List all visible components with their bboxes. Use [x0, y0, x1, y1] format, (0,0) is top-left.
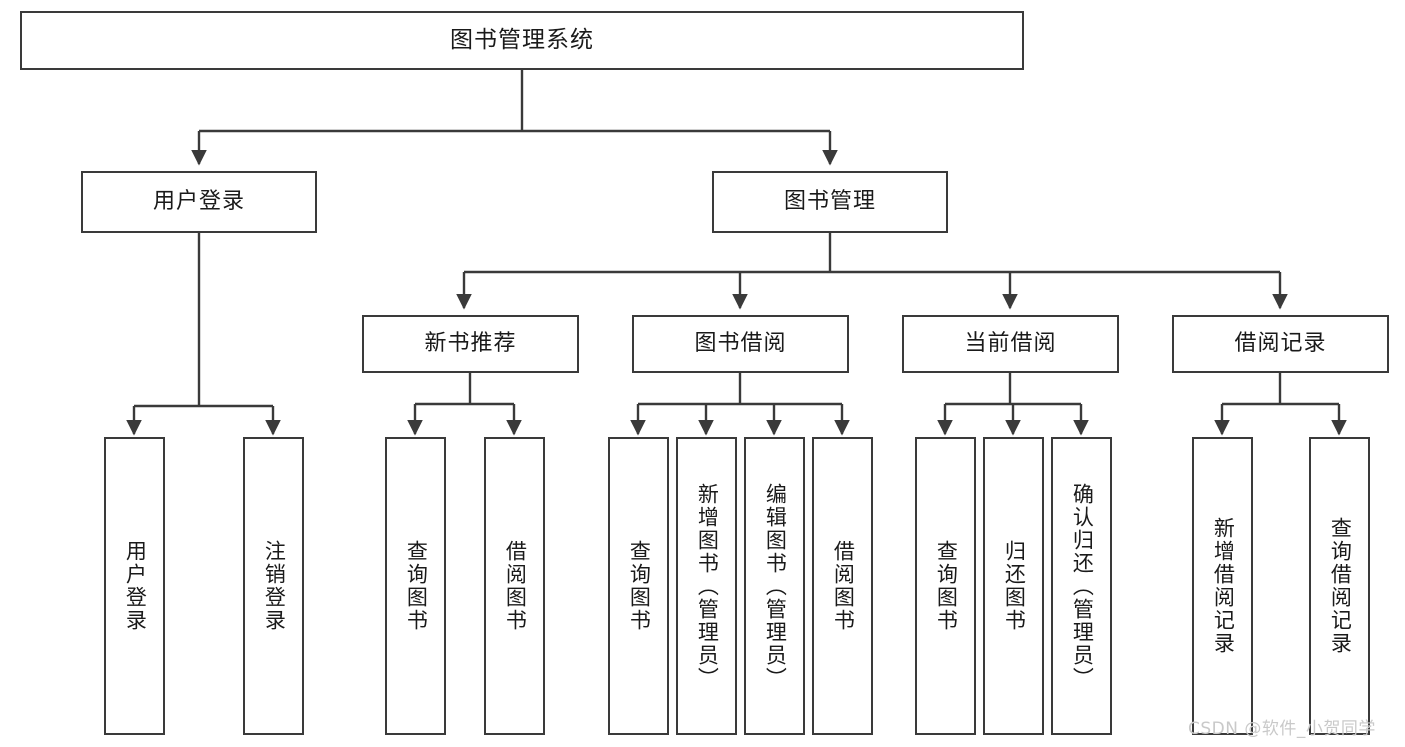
node-label: 借阅图书 [831, 540, 856, 632]
leaf-new-book-recommend-0[interactable]: 查询图书 [385, 437, 446, 735]
leaf-book-borrow-2[interactable]: 编辑图书（管理员） [744, 437, 805, 735]
node-label: 归还图书 [1002, 540, 1027, 632]
node-label: 用户登录 [152, 188, 245, 214]
node-label: 用户登录 [123, 540, 148, 632]
leaf-new-book-recommend-1[interactable]: 借阅图书 [484, 437, 545, 735]
node-book-management[interactable]: 图书管理 [712, 171, 948, 233]
node-label: 编辑图书（管理员） [763, 482, 788, 690]
leaf-current-borrow-2[interactable]: 确认归还（管理员） [1051, 437, 1112, 735]
leaf-current-borrow-1[interactable]: 归还图书 [983, 437, 1044, 735]
leaf-user-login-1[interactable]: 注销登录 [243, 437, 304, 735]
node-label: 新书推荐 [424, 330, 517, 356]
node-label: 借阅记录 [1234, 330, 1327, 356]
node-label: 图书借阅 [694, 330, 787, 356]
watermark: CSDN @软件_小贺同学 [1188, 719, 1376, 739]
leaf-borrow-record-0[interactable]: 新增借阅记录 [1192, 437, 1253, 735]
leaf-borrow-record-1[interactable]: 查询借阅记录 [1309, 437, 1370, 735]
node-label: 新增借阅记录 [1211, 517, 1236, 655]
leaf-book-borrow-3[interactable]: 借阅图书 [812, 437, 873, 735]
node-new-book-recommend[interactable]: 新书推荐 [362, 315, 579, 373]
node-user-login[interactable]: 用户登录 [81, 171, 317, 233]
leaf-current-borrow-0[interactable]: 查询图书 [915, 437, 976, 735]
node-label: 查询图书 [404, 540, 429, 632]
node-borrow-record[interactable]: 借阅记录 [1172, 315, 1389, 373]
node-label: 查询借阅记录 [1328, 517, 1353, 655]
node-label: 借阅图书 [503, 540, 528, 632]
leaf-user-login-0[interactable]: 用户登录 [104, 437, 165, 735]
node-label: 新增图书（管理员） [695, 482, 720, 690]
leaf-book-borrow-1[interactable]: 新增图书（管理员） [676, 437, 737, 735]
node-label: 查询图书 [934, 540, 959, 632]
node-book-borrow[interactable]: 图书借阅 [632, 315, 849, 373]
node-root-system[interactable]: 图书管理系统 [20, 11, 1024, 70]
node-label: 确认归还（管理员） [1070, 482, 1095, 690]
node-label: 查询图书 [627, 540, 652, 632]
node-current-borrow[interactable]: 当前借阅 [902, 315, 1119, 373]
node-label: 图书管理系统 [450, 26, 594, 53]
leaf-book-borrow-0[interactable]: 查询图书 [608, 437, 669, 735]
node-label: 当前借阅 [964, 330, 1057, 356]
node-label: 图书管理 [783, 188, 876, 214]
node-label: 注销登录 [262, 540, 287, 632]
